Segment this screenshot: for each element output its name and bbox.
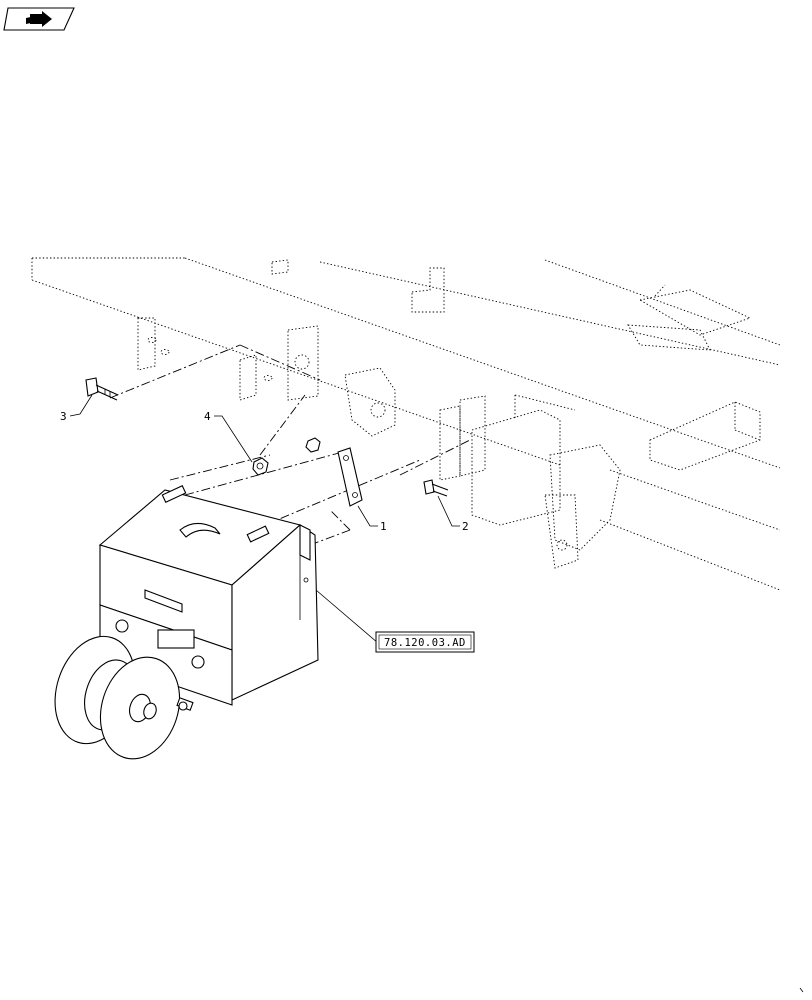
strap-part-1 <box>337 447 363 507</box>
bolt-part-3 <box>85 377 119 401</box>
callout-2: 2 <box>437 495 469 533</box>
callout-4: 4 <box>204 410 253 463</box>
callout-label-1: 1 <box>380 520 387 533</box>
callout-label-2: 2 <box>462 520 469 533</box>
bolt-part-2 <box>423 479 449 497</box>
corner-mark <box>799 987 804 993</box>
nut-part-4 <box>252 437 321 476</box>
next-page-arrow-icon[interactable] <box>3 7 75 31</box>
callout-label-4: 4 <box>204 410 211 423</box>
frame-phantom <box>31 257 781 591</box>
toolbox-hose-reel-assembly <box>54 484 319 760</box>
callout-label-3: 3 <box>60 410 67 423</box>
callout-1: 1 <box>357 505 387 533</box>
reference-callout[interactable]: 78.120.03.AD <box>315 589 475 653</box>
reference-label: 78.120.03.AD <box>384 637 466 649</box>
callout-3: 3 <box>60 394 93 423</box>
assembly-lines <box>109 344 471 546</box>
